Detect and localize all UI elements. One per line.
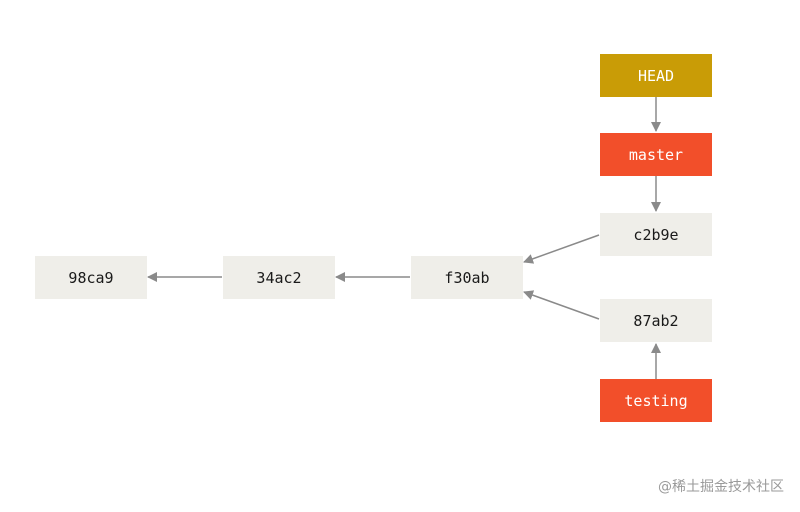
branch-master: master (600, 133, 712, 176)
edge-87ab2-to-f30ab (523, 290, 600, 320)
commit-87ab2: 87ab2 (600, 299, 712, 342)
edge-c2b9e-to-f30ab (523, 234, 600, 264)
commit-98ca9: 98ca9 (35, 256, 147, 299)
commit-34ac2: 34ac2 (223, 256, 335, 299)
commit-c2b9e: c2b9e (600, 213, 712, 256)
watermark: @稀土掘金技术社区 (658, 479, 784, 495)
branch-testing: testing (600, 379, 712, 422)
head-pointer: HEAD (600, 54, 712, 97)
commit-f30ab: f30ab (411, 256, 523, 299)
